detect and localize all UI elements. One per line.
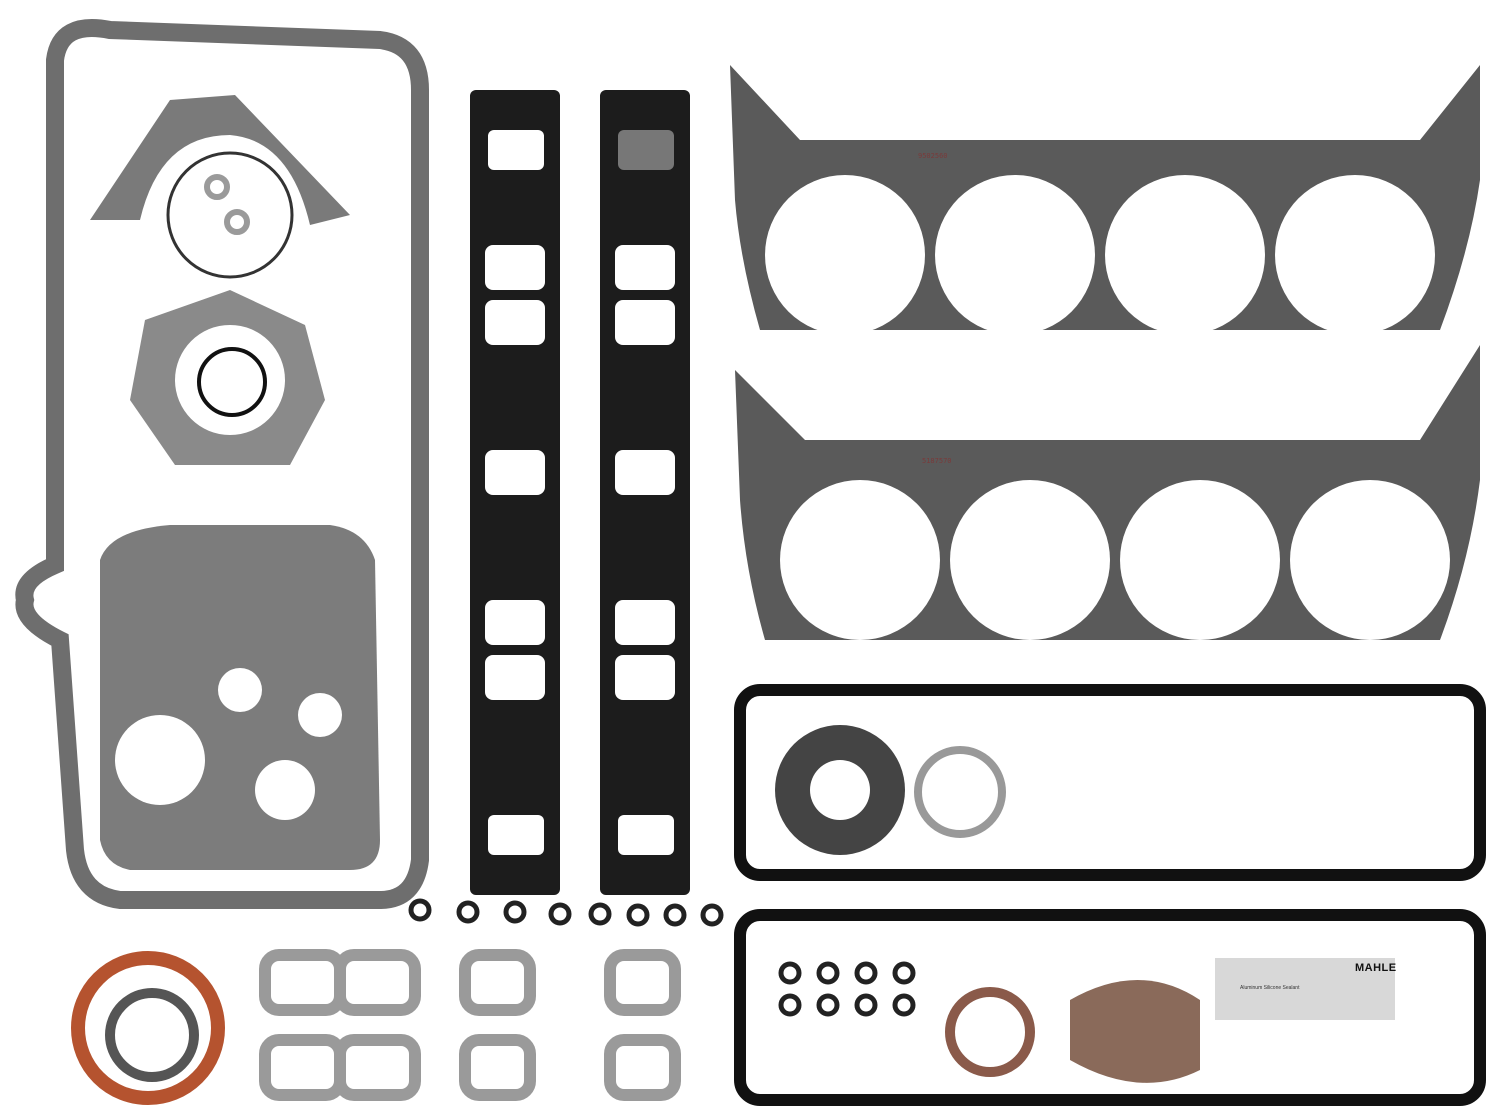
valve-cover-gasket-bottom [734,909,1486,1106]
exhaust-gaskets [259,949,681,1101]
intake-gasket-left [470,90,560,895]
valve-stem-seals [408,898,916,1017]
head-gasket-stamp-top: 9502560 [918,152,948,160]
sealant-brand: MAHLE [1355,962,1397,974]
sealant-packet [1215,958,1395,1020]
washer [204,174,230,200]
sealant-title: Aluminum Silicone Sealant [1240,985,1300,991]
front-seal-gasket [90,95,350,225]
rear-main-seal [71,951,225,1105]
washer-2 [224,209,250,235]
oil-pan-gasket [15,19,429,909]
o-ring [166,151,294,279]
head-gasket-stamp-bottom: 5187570 [922,457,952,465]
intake-gasket-right [600,90,690,895]
valve-cover-gasket-top [734,684,1486,881]
head-gasket-bottom [735,345,1480,640]
head-gasket-top [730,65,1480,335]
